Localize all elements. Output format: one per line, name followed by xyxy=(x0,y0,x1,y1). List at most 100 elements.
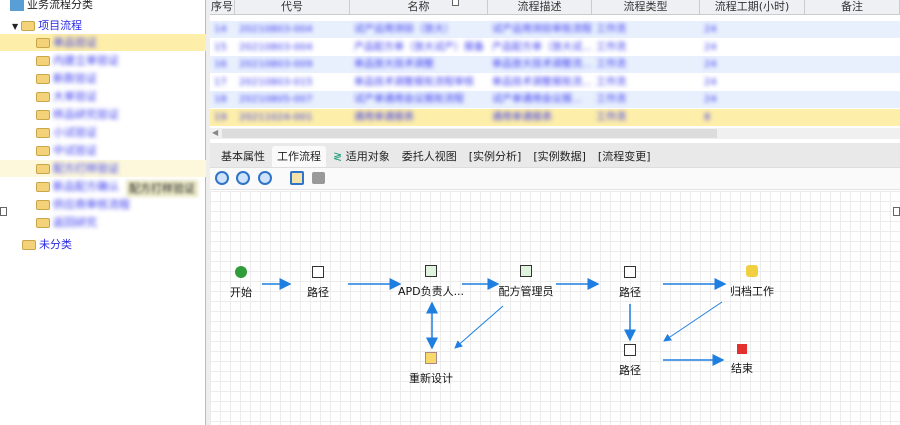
resize-handle[interactable] xyxy=(893,207,900,216)
tree-item[interactable]: 样品研究验证 xyxy=(36,106,119,123)
folder-icon xyxy=(36,218,50,228)
tab-label: 适用对象 xyxy=(345,150,390,163)
table-cell: 工作流 xyxy=(596,76,626,88)
folder-icon xyxy=(36,74,50,84)
tab-5[interactable]: [实例数据] xyxy=(528,146,591,167)
tab-2[interactable]: ≷ 适用对象 xyxy=(328,146,395,167)
folder-icon xyxy=(36,146,50,156)
table-cell: 通用单通报表 xyxy=(492,111,552,123)
tree-root[interactable]: 业务流程分类 xyxy=(10,0,93,13)
tree-item[interactable]: 中试验证 xyxy=(36,142,97,159)
tree-item[interactable]: 返回研究 xyxy=(36,214,97,231)
target-icon: ≷ xyxy=(333,150,346,163)
tab-label: 基本属性 xyxy=(221,150,265,163)
horizontal-scrollbar[interactable]: ◀ xyxy=(210,128,900,139)
table-cell: 14 xyxy=(214,24,227,35)
tree-item-project[interactable]: ▼项目流程 xyxy=(12,19,83,32)
expand-arrow-icon: ▼ xyxy=(12,22,19,31)
column-header[interactable]: 流程类型 xyxy=(592,0,700,15)
table-cell: 单品放大技术调整 xyxy=(354,59,434,70)
node-formula-manager[interactable]: 配方管理员 xyxy=(481,265,571,299)
table-cell: 工作流 xyxy=(596,24,626,35)
comment-icon[interactable] xyxy=(312,172,325,184)
resize-handle[interactable] xyxy=(452,0,459,6)
column-header[interactable]: 流程描述 xyxy=(488,0,592,15)
table-cell: 20211024-001 xyxy=(239,111,313,123)
tab-3[interactable]: 委托人视图 xyxy=(397,146,462,167)
tooltip: 配方打样验证 xyxy=(126,180,198,197)
folder-icon xyxy=(36,110,50,120)
node-redesign[interactable]: 重新设计 xyxy=(386,352,476,386)
tab-label: [实例数据] xyxy=(533,150,586,163)
column-header[interactable]: 序号 xyxy=(210,0,235,15)
tab-6[interactable]: [流程变更] xyxy=(593,146,656,167)
node-path2[interactable]: 路径 xyxy=(585,266,675,300)
table-cell: 17 xyxy=(214,76,227,88)
tree-item[interactable]: 新款验证 xyxy=(36,70,97,87)
tab-0[interactable]: 基本属性 xyxy=(216,146,270,167)
table-cell: 工作流 xyxy=(596,41,626,53)
table-cell: 15 xyxy=(214,41,227,53)
table-cell: 产品配方单（放大试产）报备 xyxy=(354,41,484,53)
table-cell: 8 xyxy=(704,111,711,123)
resize-handle[interactable] xyxy=(0,207,7,216)
tree-item[interactable]: 小试验证 xyxy=(36,124,97,141)
table-cell: 24 xyxy=(704,94,717,105)
scroll-thumb[interactable] xyxy=(222,129,717,138)
tree-item[interactable]: 新品配方确认 xyxy=(36,178,119,195)
tree-item[interactable]: 大单验证 xyxy=(36,88,97,105)
table-cell: 试产单通用会议报批流程 xyxy=(354,94,464,105)
tab-1[interactable]: 工作流程 xyxy=(272,146,326,167)
arrow-archive-path3[interactable] xyxy=(663,301,723,342)
workflow-canvas[interactable] xyxy=(210,191,900,425)
table-cell: 工作流 xyxy=(596,59,626,70)
task-check-icon xyxy=(425,265,437,277)
folder-icon xyxy=(36,38,50,48)
square-icon xyxy=(312,266,324,278)
zoom-fit-icon[interactable] xyxy=(215,171,229,185)
zoom-out-icon[interactable] xyxy=(258,171,272,185)
table-cell: 单品技术调整报批流程审核 xyxy=(354,76,474,88)
column-header[interactable]: 代号 xyxy=(235,0,350,15)
node-path1[interactable]: 路径 xyxy=(273,266,363,300)
tree-item[interactable]: 配方打样验证 xyxy=(36,160,119,177)
tab-4[interactable]: [实例分析] xyxy=(464,146,527,167)
node-apd[interactable]: APD负责人... xyxy=(386,265,476,299)
arrow-formula-redesign[interactable] xyxy=(454,305,504,349)
node-archive[interactable]: 归档工作 xyxy=(707,265,797,299)
tree-item[interactable]: 单品验证 xyxy=(36,34,97,51)
node-path3[interactable]: 路径 xyxy=(585,344,675,378)
node-start[interactable]: 开始 xyxy=(196,266,286,300)
table-cell: 24 xyxy=(704,24,717,35)
diagram-toolbar xyxy=(210,168,900,190)
redesign-icon xyxy=(425,352,437,364)
task-check-icon xyxy=(520,265,532,277)
folder-icon xyxy=(36,92,50,102)
workflow-icon xyxy=(10,0,24,11)
tree-item[interactable]: 内建立单验证 xyxy=(36,52,119,69)
table-cell: 通用单通报表 xyxy=(354,111,414,123)
node-end[interactable]: 结束 xyxy=(697,344,787,376)
column-header[interactable]: 流程工期(小时) xyxy=(700,0,805,15)
stop-icon xyxy=(737,344,747,354)
column-header[interactable]: 备注 xyxy=(805,0,900,15)
settings-icon[interactable] xyxy=(290,171,304,185)
folder-icon xyxy=(36,182,50,192)
zoom-in-icon[interactable] xyxy=(236,171,250,185)
splitter[interactable] xyxy=(206,0,210,425)
tree-item-uncategorized[interactable]: 未分类 xyxy=(22,236,72,253)
scroll-left-icon[interactable]: ◀ xyxy=(212,128,219,137)
tab-label: [实例分析] xyxy=(468,150,522,163)
table-cell: 单品放大技术调整流... xyxy=(492,59,592,70)
tab-label: [流程变更] xyxy=(597,150,651,163)
table-cell: 24 xyxy=(704,76,717,88)
tree-item[interactable]: 供应商审核流程 xyxy=(36,196,130,213)
square-icon xyxy=(624,266,636,278)
